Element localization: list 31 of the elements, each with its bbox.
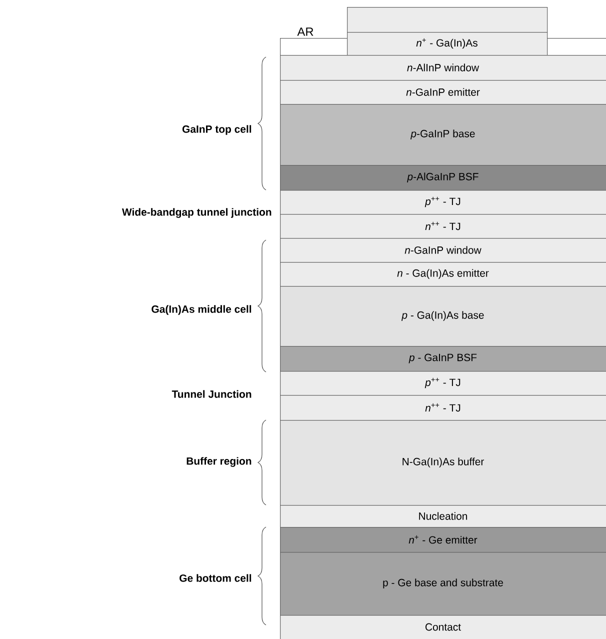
layer-band: Contact (280, 615, 606, 639)
group-label: Wide-bandgap tunnel junction (122, 208, 272, 218)
layer-band: N-Ga(In)As buffer (280, 420, 606, 506)
layer-band: p-GaInP base (280, 104, 606, 166)
layer-band: p$^{++}$ - TJ (280, 371, 606, 396)
layer-band: n-GaInP window (280, 238, 606, 263)
node-label: n-AlInP window (407, 64, 480, 72)
node-label: p$^{++}$ - TJ (424, 196, 460, 208)
layer-band: n$^{++}$ - TJ (280, 214, 606, 239)
layer-band: n$^{+}$ - Ga(In)As (347, 32, 548, 56)
group-label: GaInP top cell (182, 125, 252, 135)
layer-band: n-AlInP window (280, 55, 606, 81)
contact-pad (347, 7, 548, 33)
layer-band: Nucleation (280, 505, 606, 528)
layer-band: p$^{++}$ - TJ (280, 190, 606, 215)
group-label: Ga(In)As middle cell (152, 305, 252, 315)
layer-band: p - GaInP BSF (280, 346, 606, 372)
node-label: AR (297, 28, 314, 36)
layer-band: n - Ga(In)As emitter (280, 262, 606, 287)
node-label: n$^{++}$ - TJ (425, 222, 460, 230)
layer-band: p - Ge base and substrate (280, 552, 606, 616)
group-label: Ge bottom cell (180, 574, 252, 582)
layer-band: n-GaInP emitter (280, 80, 606, 105)
node-label: p$^{++}$ - TJ (424, 378, 460, 388)
group-label: Tunnel Junction (172, 390, 252, 398)
node-label: n-GaInP window (404, 246, 482, 254)
layer-band: n$^{++}$ - TJ (280, 395, 606, 421)
group-label: Buffer region (186, 457, 252, 467)
layer-band: p - Ga(In)As base (280, 286, 606, 347)
layer-band: n$^{+}$ - Ge emitter (280, 527, 606, 553)
layer-band: p-AlGaInP BSF (280, 165, 606, 191)
